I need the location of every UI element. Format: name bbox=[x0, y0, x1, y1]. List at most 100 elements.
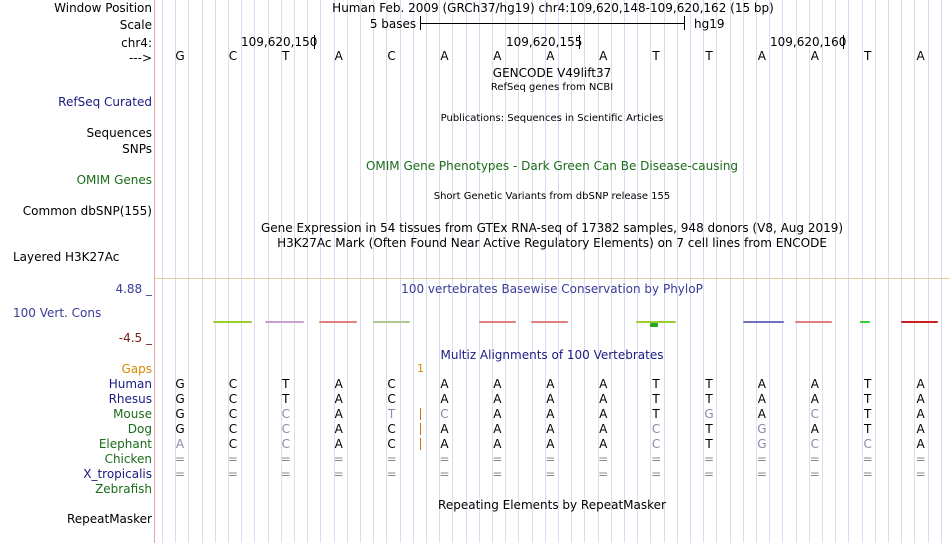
sequence-base: A bbox=[440, 49, 449, 63]
gencode-track-title: GENCODE V49lift37 bbox=[492, 66, 612, 80]
refseq-track-subtitle: RefSeq genes from NCBI bbox=[490, 82, 614, 93]
window-position-text: Human Feb. 2009 (GRCh37/hg19) chr4:109,6… bbox=[332, 1, 774, 15]
species-label[interactable]: Human bbox=[108, 377, 152, 391]
alignment-base: = bbox=[227, 452, 238, 466]
alignment-base: A bbox=[916, 392, 925, 406]
alignment-base: A bbox=[334, 437, 343, 451]
alignment-base: C bbox=[440, 407, 449, 421]
alignment-base: = bbox=[809, 467, 820, 481]
alignment-base: = bbox=[756, 467, 767, 481]
h3k27ac-track-label[interactable]: Layered H3K27Ac bbox=[13, 250, 120, 264]
alignment-base: T bbox=[282, 392, 290, 406]
alignment-base: A bbox=[546, 422, 555, 436]
species-label[interactable]: Chicken bbox=[104, 452, 152, 466]
alignment-base: A bbox=[599, 377, 608, 391]
grid-line bbox=[730, 0, 731, 543]
alignment-base: T bbox=[864, 407, 872, 421]
alignment-base: A bbox=[334, 392, 343, 406]
alignment-base: A bbox=[810, 392, 819, 406]
alignment-base: A bbox=[810, 377, 819, 391]
sequence-base: A bbox=[334, 49, 343, 63]
grid-line bbox=[558, 0, 559, 543]
alignment-base: = bbox=[280, 467, 291, 481]
alignment-base: = bbox=[545, 452, 556, 466]
gap-count-marker: 1 bbox=[417, 362, 424, 375]
refseq-track-label[interactable]: RefSeq Curated bbox=[58, 95, 152, 109]
alignment-base: = bbox=[280, 452, 291, 466]
sequence-base: T bbox=[705, 49, 713, 63]
alignment-base: A bbox=[493, 377, 502, 391]
alignment-base: T bbox=[705, 377, 713, 391]
position-tick bbox=[843, 35, 844, 49]
alignment-base: T bbox=[864, 422, 872, 436]
alignment-base: A bbox=[757, 407, 766, 421]
alignment-base: C bbox=[228, 422, 238, 436]
alignment-base: = bbox=[598, 452, 609, 466]
sequence-base: A bbox=[757, 49, 766, 63]
alignment-base: = bbox=[492, 452, 503, 466]
alignment-base: G bbox=[757, 422, 767, 436]
grid-line bbox=[571, 0, 572, 543]
window-position-label[interactable]: Window Position bbox=[54, 1, 152, 15]
grid-line bbox=[835, 0, 836, 543]
grid-line bbox=[664, 0, 665, 543]
grid-line bbox=[360, 0, 361, 543]
grid-line bbox=[914, 0, 915, 543]
alignment-base: A bbox=[916, 422, 925, 436]
alignment-base: A bbox=[599, 437, 608, 451]
repeatmasker-track-label[interactable]: RepeatMasker bbox=[66, 512, 152, 526]
grid-line bbox=[941, 0, 942, 543]
alignment-base: = bbox=[386, 467, 397, 481]
grid-line bbox=[175, 0, 176, 543]
alignment-base: T bbox=[705, 422, 713, 436]
grid-line bbox=[928, 0, 929, 543]
conservation-segment bbox=[213, 321, 252, 323]
alignment-base: G bbox=[175, 407, 185, 421]
alignment-base: A bbox=[175, 437, 185, 451]
snps-track-label[interactable]: SNPs bbox=[122, 142, 152, 156]
alignment-base: = bbox=[862, 452, 873, 466]
alignment-base: A bbox=[440, 437, 449, 451]
species-label[interactable]: Dog bbox=[127, 422, 152, 436]
grid-line bbox=[413, 0, 414, 543]
alignment-base: A bbox=[757, 377, 766, 391]
omim-track-label[interactable]: OMIM Genes bbox=[76, 173, 152, 187]
species-label[interactable]: Mouse bbox=[113, 407, 152, 421]
alignment-base: = bbox=[809, 452, 820, 466]
conservation-segment bbox=[479, 321, 516, 323]
grid-line bbox=[624, 0, 625, 543]
grid-line bbox=[796, 0, 797, 543]
species-label[interactable]: Rhesus bbox=[108, 392, 152, 406]
alignment-base: A bbox=[916, 407, 925, 421]
conservation-segment bbox=[265, 321, 304, 323]
scale-assembly: hg19 bbox=[694, 17, 725, 31]
grid-line bbox=[334, 0, 335, 543]
alignment-base: = bbox=[703, 452, 715, 466]
dbsnp-track-label[interactable]: Common dbSNP(155) bbox=[22, 204, 152, 218]
conservation-segment bbox=[636, 321, 676, 323]
sequences-track-label[interactable]: Sequences bbox=[86, 126, 152, 140]
alignment-base: A bbox=[334, 377, 343, 391]
alignment-base: = bbox=[333, 452, 344, 466]
grid-line bbox=[769, 0, 770, 543]
gaps-track-label[interactable]: Gaps bbox=[121, 362, 152, 376]
cons-track-label[interactable]: 100 Vert. Cons bbox=[13, 306, 102, 320]
position-tick-label: 109,620,155 bbox=[506, 35, 583, 49]
scale-label[interactable]: Scale bbox=[119, 18, 152, 32]
alignment-base: T bbox=[705, 392, 713, 406]
sequence-base: C bbox=[387, 49, 396, 63]
species-label[interactable]: Elephant bbox=[98, 437, 152, 451]
grid-line bbox=[532, 0, 533, 543]
alignment-base: A bbox=[599, 407, 608, 421]
species-label[interactable]: X_tropicalis bbox=[83, 467, 152, 481]
alignment-base: A bbox=[599, 422, 608, 436]
species-label[interactable]: Zebrafish bbox=[95, 482, 152, 496]
alignment-base: A bbox=[440, 422, 449, 436]
position-tick bbox=[579, 35, 580, 49]
alignment-base: A bbox=[334, 422, 343, 436]
chrom-label[interactable]: chr4: bbox=[121, 36, 152, 50]
strand-label[interactable]: ---> bbox=[128, 51, 152, 65]
alignment-base: T bbox=[705, 437, 713, 451]
alignment-base: = bbox=[386, 452, 397, 466]
